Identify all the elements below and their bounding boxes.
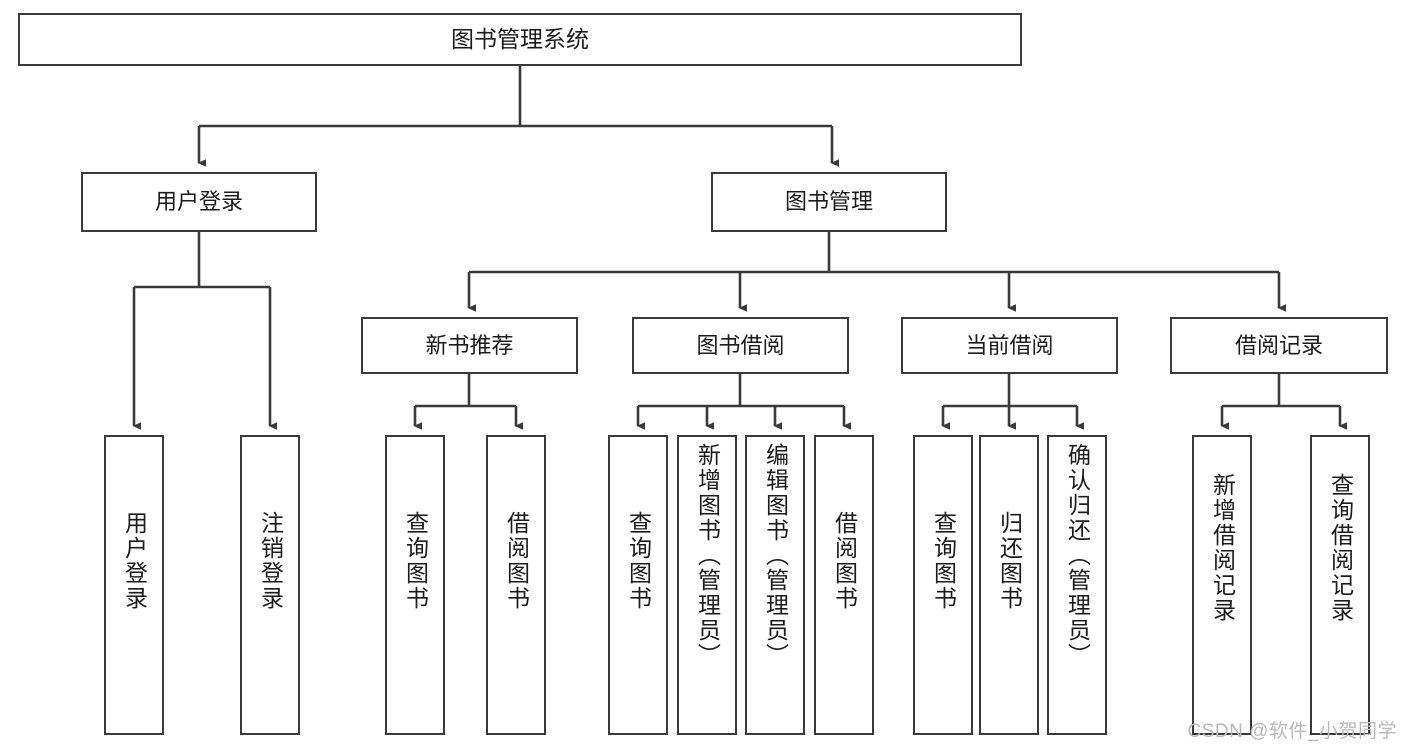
leaf-borrow-book-recommendation[interactable]: 借阅图书: [486, 435, 546, 735]
node-label: 确认归还（管理员）: [1064, 443, 1091, 668]
node-label: 用户登录: [154, 189, 243, 215]
node-label: 图书管理系统: [451, 25, 589, 52]
node-label: 借阅图书: [831, 511, 858, 611]
node-label: 查询图书: [930, 511, 957, 611]
leaf-edit-book-admin[interactable]: 编辑图书（管理员）: [745, 435, 805, 735]
node-current-borrowing[interactable]: 当前借阅: [901, 317, 1118, 374]
node-label: 借阅记录: [1234, 332, 1323, 358]
leaf-user-login[interactable]: 用户登录: [104, 435, 164, 735]
node-label: 查询借阅记录: [1327, 473, 1354, 623]
leaf-confirm-return-admin[interactable]: 确认归还（管理员）: [1047, 435, 1107, 735]
leaf-query-book-borrowing[interactable]: 查询图书: [608, 435, 668, 735]
node-label: 图书管理: [784, 189, 873, 215]
leaf-borrow-book-borrowing[interactable]: 借阅图书: [814, 435, 874, 735]
csdn-watermark: CSDN @软件_小贺同学: [1187, 721, 1397, 742]
node-label: 归还图书: [996, 511, 1023, 611]
leaf-add-book-admin[interactable]: 新增图书（管理员）: [677, 435, 737, 735]
node-book-borrowing[interactable]: 图书借阅: [632, 317, 849, 374]
node-label: 新增图书（管理员）: [694, 443, 721, 668]
node-label: 图书借阅: [696, 332, 785, 358]
node-label: 注销登录: [257, 511, 284, 611]
node-new-book-recommendation[interactable]: 新书推荐: [361, 317, 578, 374]
node-label: 新书推荐: [425, 332, 514, 358]
leaf-query-book-recommendation[interactable]: 查询图书: [385, 435, 445, 735]
node-borrowing-records[interactable]: 借阅记录: [1170, 317, 1388, 374]
leaf-query-borrowing-record[interactable]: 查询借阅记录: [1310, 435, 1370, 735]
node-label: 用户登录: [121, 511, 148, 611]
node-label: 查询图书: [625, 511, 652, 611]
node-label: 编辑图书（管理员）: [762, 443, 789, 668]
node-book-management[interactable]: 图书管理: [711, 172, 947, 232]
leaf-logout[interactable]: 注销登录: [240, 435, 300, 735]
node-root-book-management-system[interactable]: 图书管理系统: [18, 13, 1022, 66]
node-label: 新增借阅记录: [1209, 473, 1236, 623]
node-label: 借阅图书: [503, 511, 530, 611]
node-label: 查询图书: [402, 511, 429, 611]
leaf-return-book[interactable]: 归还图书: [979, 435, 1039, 735]
node-user-login[interactable]: 用户登录: [81, 172, 317, 232]
leaf-query-book-current[interactable]: 查询图书: [913, 435, 973, 735]
node-label: 当前借阅: [965, 332, 1054, 358]
leaf-add-borrowing-record[interactable]: 新增借阅记录: [1192, 435, 1252, 735]
